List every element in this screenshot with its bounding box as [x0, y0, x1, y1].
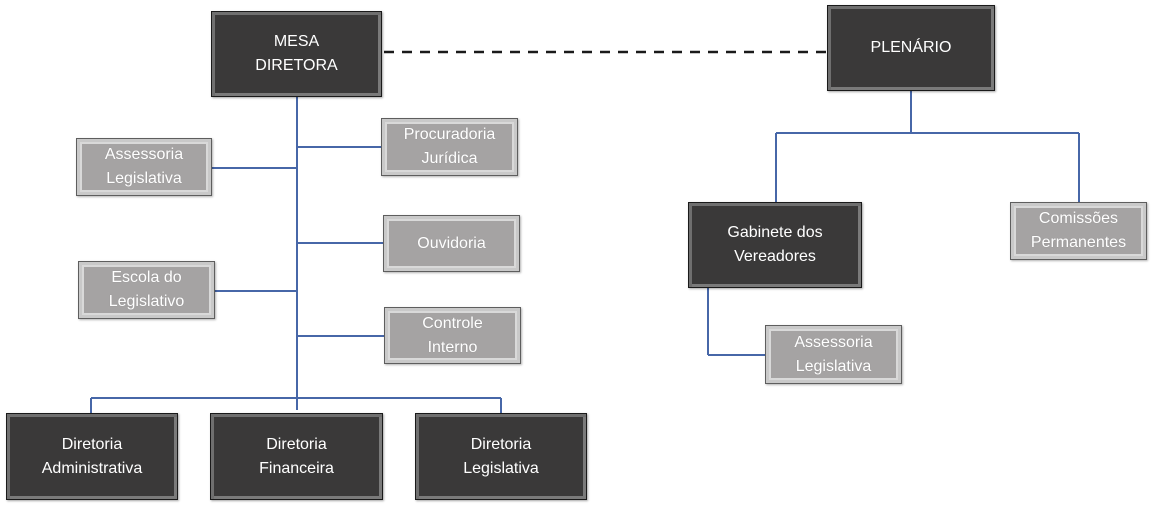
procuradoria-juridica-node: Procuradoria Jurídica	[381, 118, 518, 176]
comissoes-permanentes-node: Comissões Permanentes	[1010, 202, 1147, 260]
mesa-diretora-node: MESA DIRETORA	[211, 11, 382, 97]
diretoria-legislativa-label: Diretoria Legislativa	[463, 435, 539, 477]
escola-do-legislativo-label: Escola do Legislativo	[108, 269, 185, 310]
mesa-diretora-label: MESA DIRETORA	[255, 33, 338, 74]
gabinete-assessoria-legislativa-node: Assessoria Legislativa	[765, 325, 902, 384]
diretoria-administrativa-label: Diretoria Administrativa	[41, 435, 143, 477]
left-tree-connectors	[90, 97, 502, 414]
controle-interno-label: Controle Interno	[422, 314, 483, 356]
plenario-label: PLENÁRIO	[870, 39, 952, 56]
controle-interno-node: Controle Interno	[384, 307, 521, 364]
diretoria-financeira-node: Diretoria Financeira	[210, 413, 383, 500]
gabinete-dos-vereadores-node: Gabinete dos Vereadores	[688, 202, 862, 288]
procuradoria-juridica-label: Procuradoria Jurídica	[403, 126, 496, 167]
gabinete-assessoria-legislativa-label: Assessoria Legislativa	[794, 333, 873, 375]
gabinete-dos-vereadores-label: Gabinete dos Vereadores	[727, 224, 823, 265]
comissoes-permanentes-label: Comissões Permanentes	[1030, 210, 1127, 251]
plenario-node: PLENÁRIO	[827, 5, 995, 91]
assessoria-legislativa-label: Assessoria Legislativa	[104, 146, 184, 187]
diretoria-financeira-label: Diretoria Financeira	[259, 435, 334, 477]
right-tree-connectors	[707, 91, 1080, 356]
ouvidoria-label: Ouvidoria	[417, 234, 486, 252]
diretoria-legislativa-node: Diretoria Legislativa	[415, 413, 587, 500]
escola-do-legislativo-node: Escola do Legislativo	[78, 261, 215, 319]
diretoria-administrativa-node: Diretoria Administrativa	[6, 413, 178, 500]
assessoria-legislativa-node: Assessoria Legislativa	[76, 138, 212, 196]
ouvidoria-node: Ouvidoria	[383, 215, 520, 272]
